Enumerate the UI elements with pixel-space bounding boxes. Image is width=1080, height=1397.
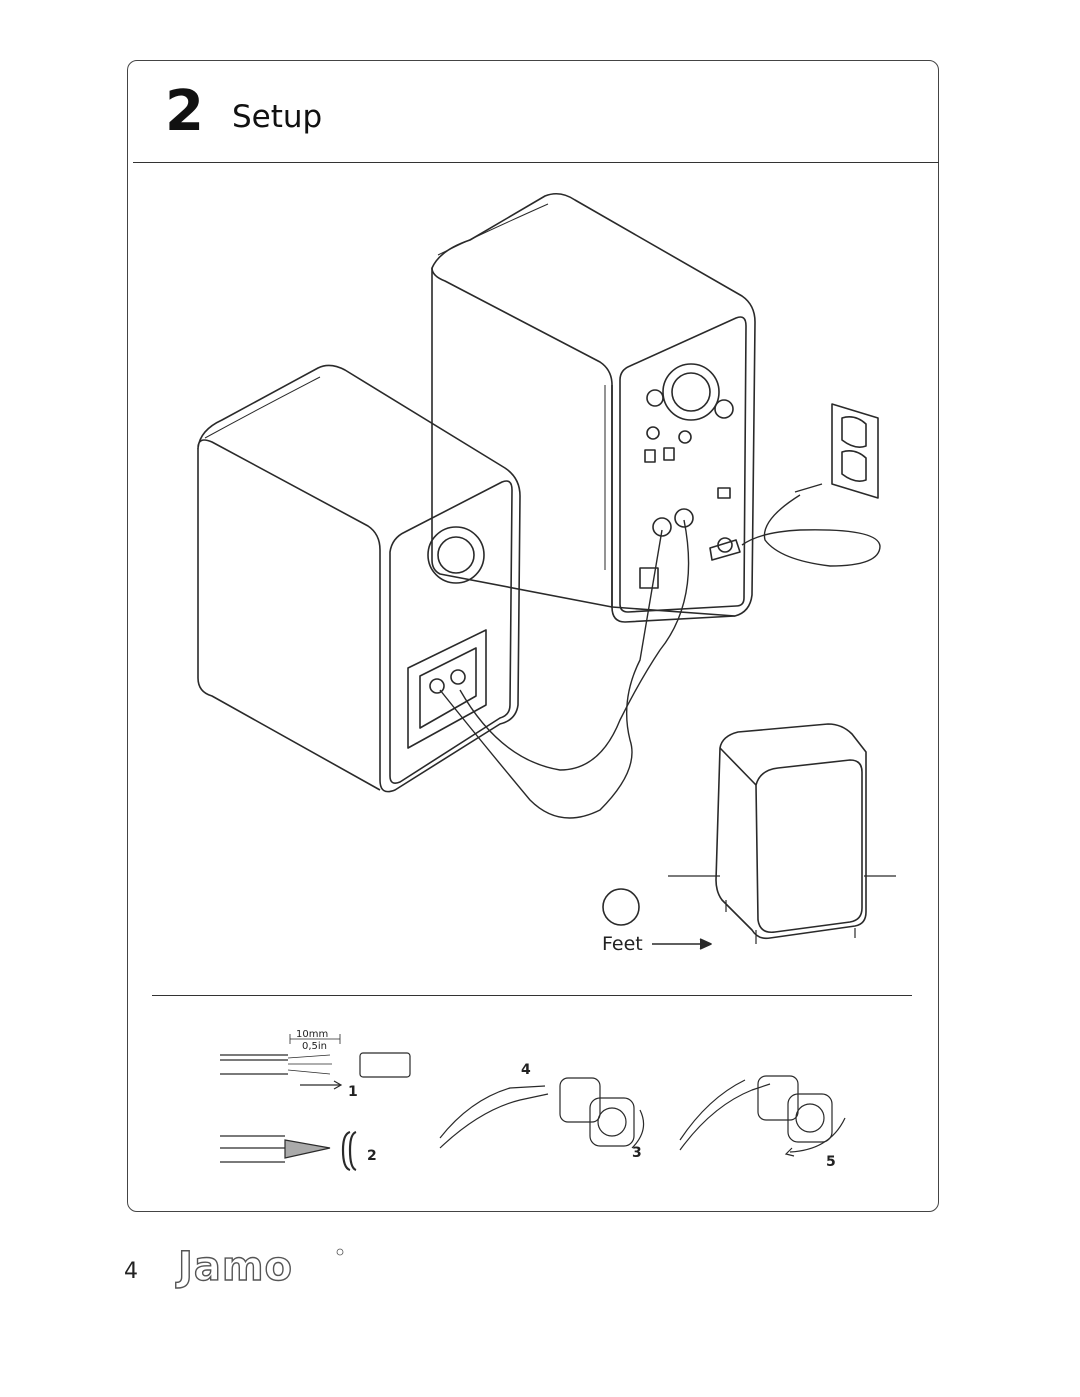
step-1-label: 1 [348,1084,358,1100]
ferrule-icon [359,1052,411,1078]
setup-panel-frame [127,60,939,1212]
brand-wordmark: Jamo [175,1244,293,1290]
feet-label: Feet [602,933,643,955]
step-2-label: 2 [367,1148,377,1164]
step-5-label: 5 [826,1154,836,1170]
step-number: 2 [165,79,204,144]
jamo-logo: Jamo [174,1243,344,1291]
speaker-left-rear-icon [197,364,521,793]
twist-icon [341,1130,357,1172]
header-divider [133,162,939,163]
speaker-front-icon [668,723,896,944]
speaker-right-rear-icon [431,192,756,623]
strip-length-imperial-label: 0,5in [302,1041,327,1052]
step-3-label: 3 [632,1145,642,1161]
binding-post-tighten-icon [679,1075,846,1157]
section-title: Setup [232,99,323,135]
binding-post-unscrew-icon [439,1077,645,1149]
strip-length-metric-label: 10mm [296,1029,328,1040]
page-number: 4 [124,1259,138,1284]
wire-strip-diagram [220,1034,846,1172]
step-4-label: 4 [521,1062,531,1078]
foot-pad-icon [602,888,640,926]
wall-outlet-icon [831,403,879,499]
section-divider [152,995,912,996]
